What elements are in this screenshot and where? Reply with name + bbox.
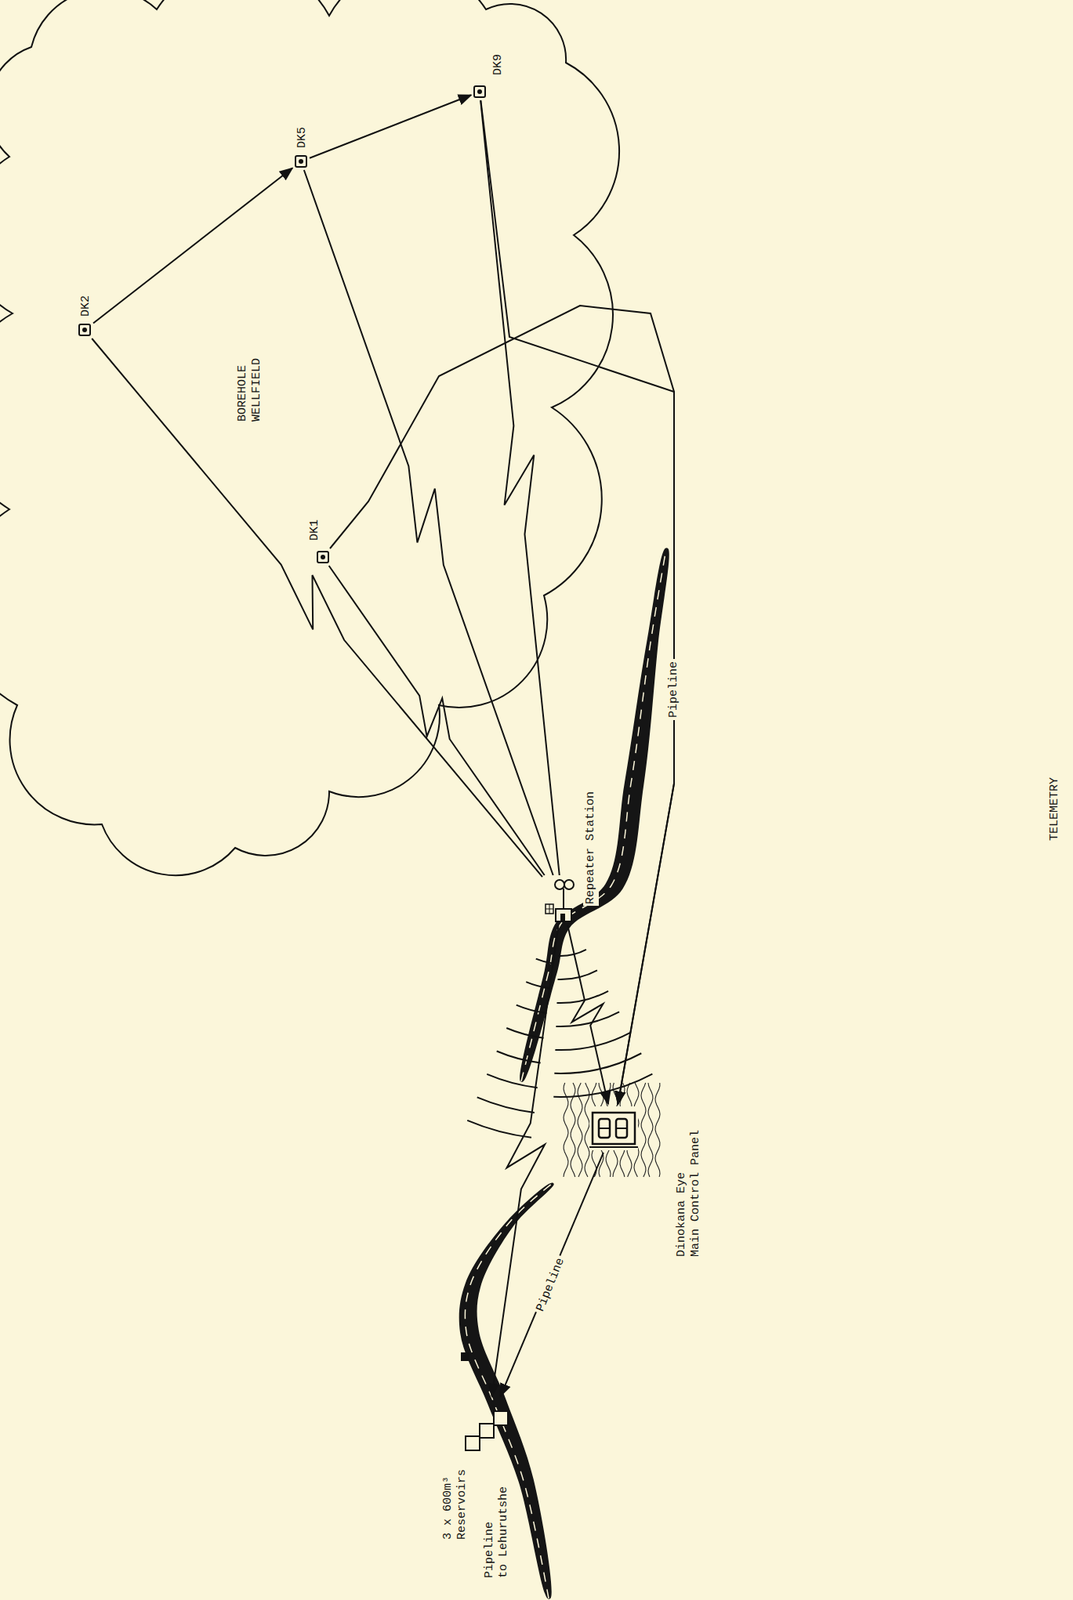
reservoir-tank bbox=[479, 1424, 494, 1439]
radio-link bbox=[480, 100, 560, 876]
borehole-dot bbox=[477, 89, 483, 95]
radio-wave bbox=[467, 1120, 532, 1139]
radio-wave bbox=[496, 1051, 541, 1063]
reservoir-tank bbox=[493, 1411, 508, 1426]
radio-wave bbox=[558, 949, 587, 957]
panel-window bbox=[598, 1119, 610, 1139]
reservoir-icon bbox=[462, 1399, 513, 1456]
radio-link bbox=[304, 170, 554, 876]
borehole-name: DK9 bbox=[490, 52, 507, 77]
radio-wave bbox=[525, 982, 550, 989]
radio-link bbox=[329, 565, 545, 876]
reservoir-tank bbox=[465, 1436, 480, 1451]
radio-link bbox=[492, 925, 559, 1397]
radio-wave bbox=[506, 1028, 544, 1039]
radio-wave bbox=[555, 1011, 620, 1027]
hill-ridge bbox=[459, 1182, 555, 1599]
radio-link bbox=[91, 338, 543, 878]
radio-wave bbox=[477, 1097, 535, 1113]
water-texture bbox=[655, 1083, 660, 1178]
pipeline bbox=[329, 305, 675, 1105]
building-wall bbox=[592, 1112, 635, 1145]
hut-door bbox=[560, 913, 566, 922]
wellfield-cloud: DK2 DK5 DK9DK1 BOREHOLE WELLFIELD bbox=[0, 0, 596, 863]
borehole-dot bbox=[320, 554, 326, 560]
antenna-dish bbox=[564, 880, 574, 890]
pipeline-label: Pipeline bbox=[532, 1254, 570, 1316]
borehole: DK2 bbox=[78, 323, 91, 337]
radio-wave bbox=[536, 959, 554, 965]
solar-panel bbox=[545, 904, 554, 914]
hill-ridge bbox=[519, 547, 670, 1083]
station-name: Dinokana Eye Main Control Panel bbox=[674, 1128, 704, 1259]
building-base bbox=[589, 1146, 638, 1149]
water-texture bbox=[641, 1083, 646, 1178]
equipment-hut bbox=[555, 909, 572, 922]
region-title: BOREHOLE WELLFIELD bbox=[235, 356, 265, 424]
antenna-dish bbox=[554, 880, 565, 890]
panel-window bbox=[616, 1119, 628, 1139]
control-building-icon bbox=[589, 1106, 638, 1151]
borehole: DK9 bbox=[473, 85, 486, 98]
repeater-tower-icon bbox=[544, 877, 580, 924]
main-control-panel: Dinokana Eye Main Control Panel bbox=[589, 1106, 638, 1151]
panel-divider bbox=[598, 1127, 610, 1130]
pipeline-destination: Pipeline to Lehurutshe bbox=[482, 1485, 512, 1581]
pipeline bbox=[93, 168, 293, 324]
antenna-mast bbox=[562, 888, 565, 910]
pipeline bbox=[309, 94, 472, 158]
hill-structure bbox=[460, 1352, 470, 1362]
radio-link bbox=[567, 925, 609, 1105]
drawing-caption: TELEMETRY bbox=[1047, 775, 1063, 843]
hill-shading bbox=[521, 548, 667, 1082]
borehole: DK5 bbox=[294, 155, 308, 168]
borehole: DK1 bbox=[316, 551, 330, 564]
borehole-name: DK1 bbox=[307, 518, 323, 543]
pipeline-label: Pipeline bbox=[667, 659, 682, 721]
borehole-dot bbox=[298, 159, 304, 164]
radio-wave bbox=[553, 1074, 653, 1098]
cloud-outline-path bbox=[0, 0, 620, 876]
reservoirs: 3 x 600m³ Reservoirs bbox=[462, 1399, 513, 1456]
borehole-dot bbox=[82, 327, 87, 333]
hill-shading bbox=[464, 1183, 553, 1599]
pipeline bbox=[500, 1152, 603, 1397]
solar-panel-grid bbox=[545, 904, 554, 914]
borehole-name: DK5 bbox=[294, 125, 311, 150]
radio-wave bbox=[486, 1074, 538, 1088]
repeater-station: Repeater Station bbox=[544, 877, 580, 924]
station-name: Repeater Station bbox=[583, 790, 599, 907]
borehole-name: DK2 bbox=[78, 293, 95, 319]
radio-wave bbox=[516, 1005, 548, 1014]
reservoir-name: 3 x 600m³ Reservoirs bbox=[440, 1468, 471, 1542]
panel-divider bbox=[616, 1127, 628, 1130]
water-texture bbox=[648, 1083, 653, 1178]
